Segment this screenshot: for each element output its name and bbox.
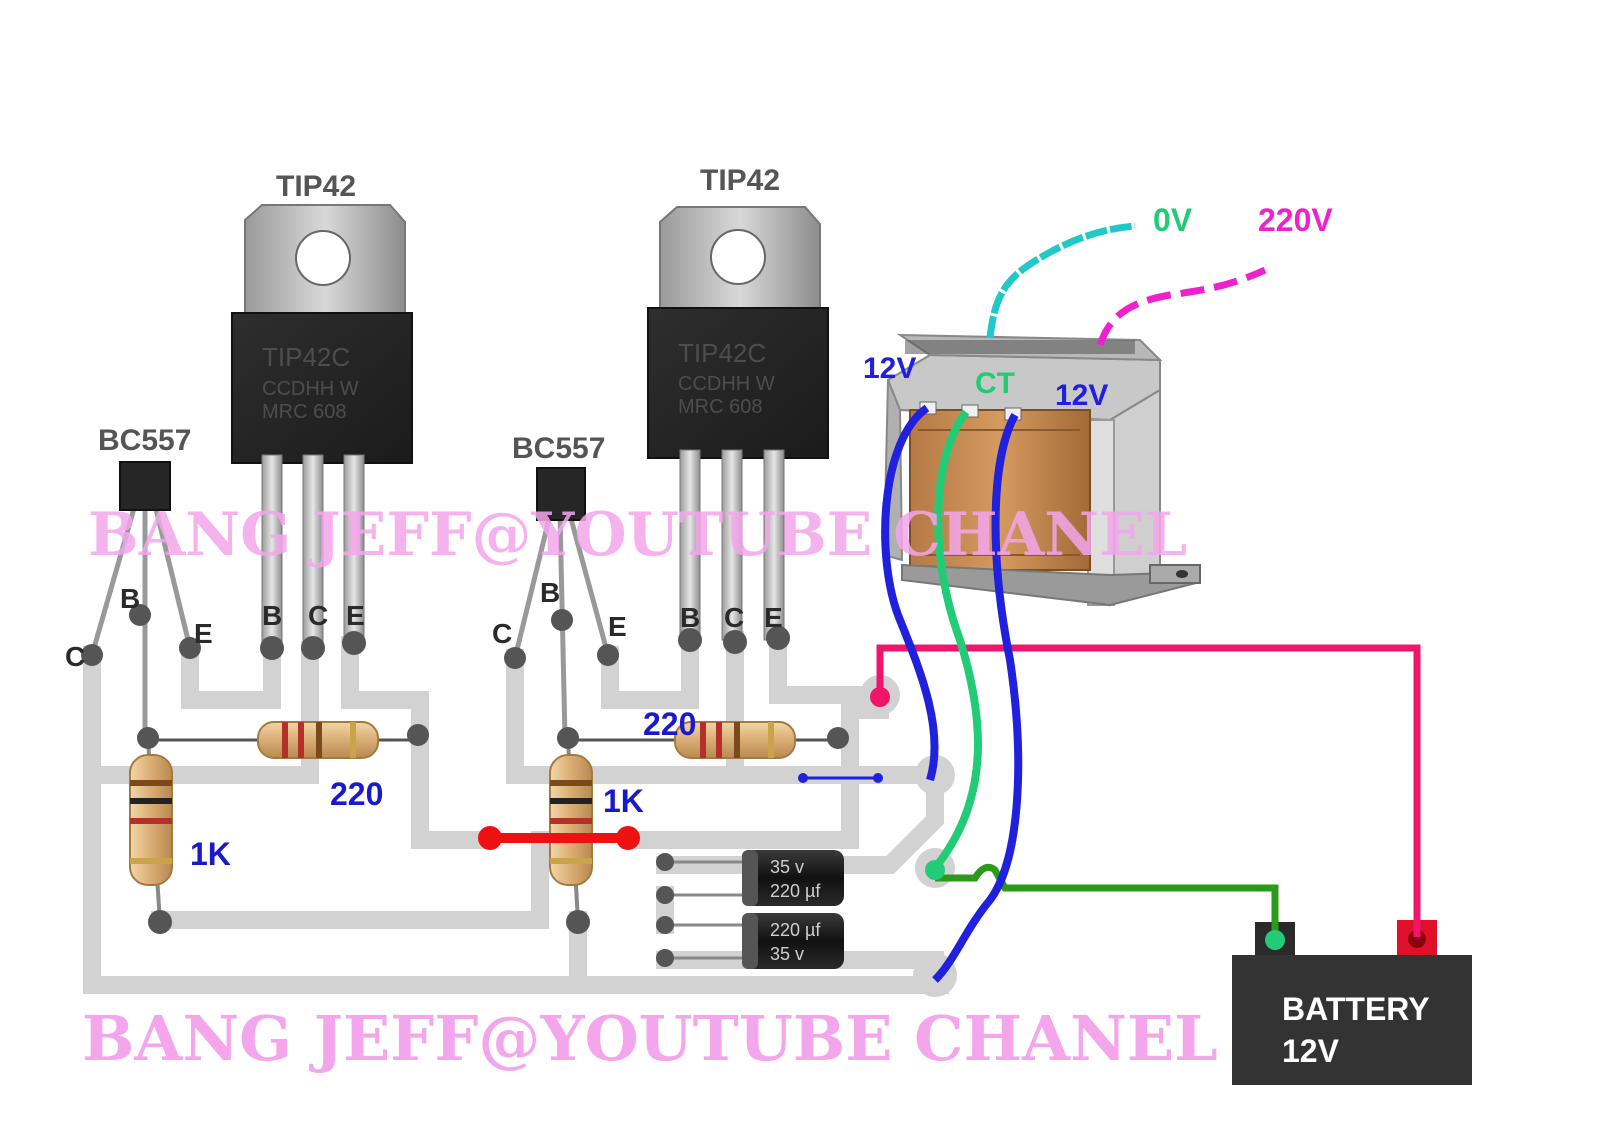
secondary-left-wire [881,404,939,782]
resistor-220-right [674,721,796,759]
tip42-right-marking-1: TIP42C [678,338,766,368]
capacitor-bottom-value: 220 µf [770,920,821,940]
bc557-right-label: BC557 [512,432,605,465]
capacitor-top-voltage: 35 v [770,857,804,877]
label-12v-left: 12V [863,352,916,385]
watermark-bottom: BANG JEFF@YOUTUBE CHANEL [82,1002,1218,1075]
capacitor-top: 35 v 220 µf [665,850,844,906]
battery-voltage: 12V [1282,1033,1340,1069]
blue-link-wire [798,773,883,783]
jumper-wire [478,826,640,850]
watermark-middle: BANG JEFF@YOUTUBE CHANEL [88,500,1187,570]
pin-label-c: C [492,618,512,649]
resistor-220-left-label: 220 [330,776,383,812]
pin-label-b: B [540,577,560,608]
primary-220v-wire [1096,266,1267,347]
capacitor-bottom: 220 µf 35 v [665,913,844,969]
solder-points [81,604,849,967]
center-tap-wire [931,409,982,871]
label-12v-right: 12V [1055,379,1108,412]
tip42-right-marking-3: MRC 608 [678,396,762,418]
pin-label-c: C [65,641,85,672]
pin-label-b: B [680,602,700,633]
pin-label-c: C [724,602,744,633]
tip42-left-marking-2: CCDHH W [262,378,359,400]
label-0v: 0V [1153,202,1193,238]
battery-label: BATTERY [1282,991,1430,1027]
pin-label-e: E [764,602,783,633]
bc557-left-label: BC557 [98,424,191,457]
pin-label-e: E [608,611,627,642]
positive-wire [876,644,1421,937]
tip42-right-marking-2: CCDHH W [678,373,775,395]
pin-label-c: C [308,600,328,631]
resistor-220-left [257,721,379,759]
tip42-left-marking-1: TIP42C [262,342,350,372]
resistor-220-right-label: 220 [643,706,696,742]
resistor-1k-right-label: 1K [603,783,644,819]
label-ct: CT [975,367,1015,400]
pin-label-b: B [120,583,140,614]
resistor-1k-right [549,754,593,886]
secondary-right-wire [932,413,1023,983]
tip42-right: TIP42C CCDHH W MRC 608 [647,206,829,641]
bc557-right [512,467,611,739]
bc557-left [89,461,193,738]
resistor-1k-left-label: 1K [190,836,231,872]
resistor-1k-left [129,754,173,886]
pin-label-b: B [262,600,282,631]
pin-label-e: E [346,600,365,631]
battery: BATTERY 12V [1232,920,1472,1085]
pin-label-e: E [194,618,213,649]
capacitor-bottom-voltage: 35 v [770,944,804,964]
capacitor-top-value: 220 µf [770,881,821,901]
tip42-left-label: TIP42 [276,170,356,203]
tip42-right-label: TIP42 [700,164,780,197]
tip42-left: TIP42C CCDHH W MRC 608 [231,204,413,646]
primary-0v-wire [986,222,1136,339]
tip42-left-marking-3: MRC 608 [262,401,346,423]
label-220v: 220V [1258,202,1333,238]
